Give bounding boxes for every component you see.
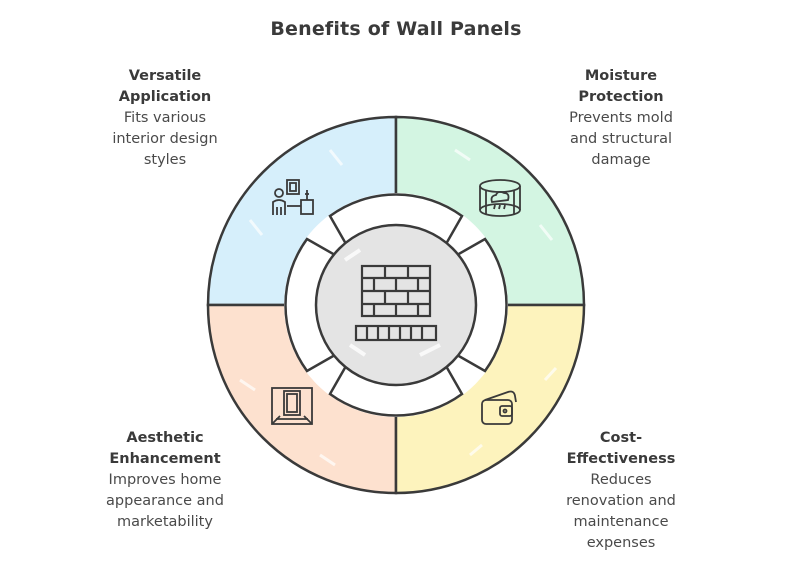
diagram-title: Benefits of Wall Panels [270, 18, 522, 40]
segment-heading: Moisture Protection [578, 68, 664, 105]
segment-moisture-protection: Moisture Protection Prevents mold and st… [526, 66, 716, 171]
hatch-marks [239, 148, 558, 467]
segment-cost-effectiveness: Cost- Effectiveness Reduces renovation a… [526, 428, 716, 554]
framed-picture-icon [271, 387, 313, 425]
wallet-icon [481, 390, 517, 425]
segment-description: Prevents mold and structural damage [569, 110, 673, 168]
segment-heading: Aesthetic Enhancement [109, 430, 221, 467]
segment-description: Improves home appearance and marketabili… [106, 472, 224, 530]
segment-aesthetic-enhancement: Aesthetic Enhancement Improves home appe… [70, 428, 260, 533]
segment-versatile-application: Versatile Application Fits various inter… [70, 66, 260, 171]
segment-description: Reduces renovation and maintenance expen… [566, 472, 676, 551]
segment-heading: Versatile Application [118, 68, 212, 105]
segment-description: Fits various interior design styles [112, 110, 218, 168]
person-with-frame-icon [272, 179, 314, 215]
brick-wall-icon [354, 264, 438, 342]
rain-cloud-icon [479, 179, 521, 217]
segment-heading: Cost- Effectiveness [566, 430, 676, 467]
